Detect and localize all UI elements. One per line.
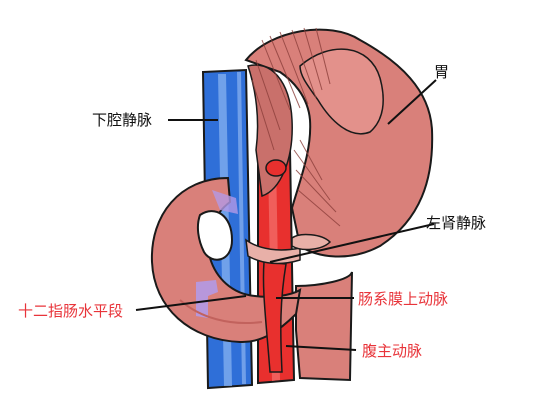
- label-abdominal-aorta: 腹主动脉: [362, 342, 423, 360]
- label-duodenum-horizontal: 十二指肠水平段: [18, 302, 124, 320]
- superior-mesenteric-artery: [262, 261, 287, 373]
- label-left-renal-vein: 左肾静脉: [426, 214, 487, 232]
- leader-lines: [135, 79, 437, 351]
- stomach: [244, 27, 434, 258]
- label-inferior-vena-cava: 下腔静脉: [92, 111, 153, 129]
- label-stomach: 胃: [434, 63, 450, 81]
- label-superior-mesenteric-artery: 肠系膜上动脉: [358, 290, 449, 308]
